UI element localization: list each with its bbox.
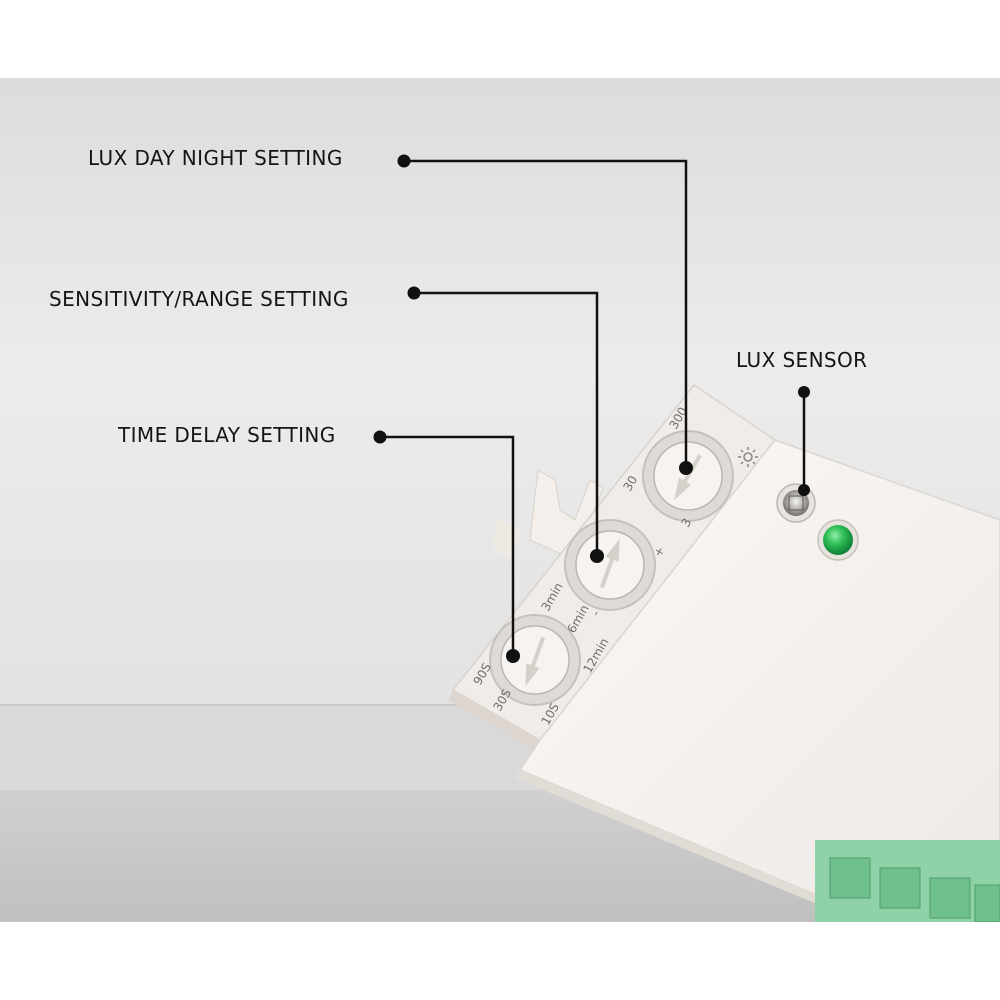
terminal-block: [815, 840, 1000, 922]
dot-sensitivity: [407, 286, 421, 300]
motion-sensor-device: 300 30 3 - + 3min 6min 12min 90S 30S 10S: [448, 383, 1000, 922]
lux-mark-30: 30: [620, 473, 640, 493]
leader-lines: [380, 159, 806, 656]
sun-icon: [738, 447, 758, 467]
callout-time-delay-setting: TIME DELAY SETTING: [118, 423, 336, 447]
callout-lux-sensor: LUX SENSOR: [736, 348, 868, 372]
mounting-tab: [529, 469, 604, 561]
leader-line-time-delay: [380, 435, 515, 656]
callout-sensitivity-range-setting: SENSITIVITY/RANGE SETTING: [49, 287, 349, 311]
dot-time-delay: [373, 430, 387, 444]
sensitivity-mark-minus: -: [588, 608, 602, 619]
leader-dots: [373, 154, 810, 663]
lux-dial[interactable]: [642, 430, 734, 522]
leader-line-lux-day-night: [404, 159, 688, 468]
dot-lux-sensor: [798, 386, 810, 398]
sensitivity-dial[interactable]: [564, 519, 656, 611]
callout-lux-day-night-setting: LUX DAY NIGHT SETTING: [88, 146, 343, 170]
device-body: [518, 439, 1000, 922]
leader-line-sensitivity: [414, 291, 599, 556]
dot-lux-day-night: [397, 154, 411, 168]
green-led-icon: [817, 519, 859, 561]
product-photo: 300 30 3 - + 3min 6min 12min 90S 30S 10S: [0, 78, 1000, 922]
